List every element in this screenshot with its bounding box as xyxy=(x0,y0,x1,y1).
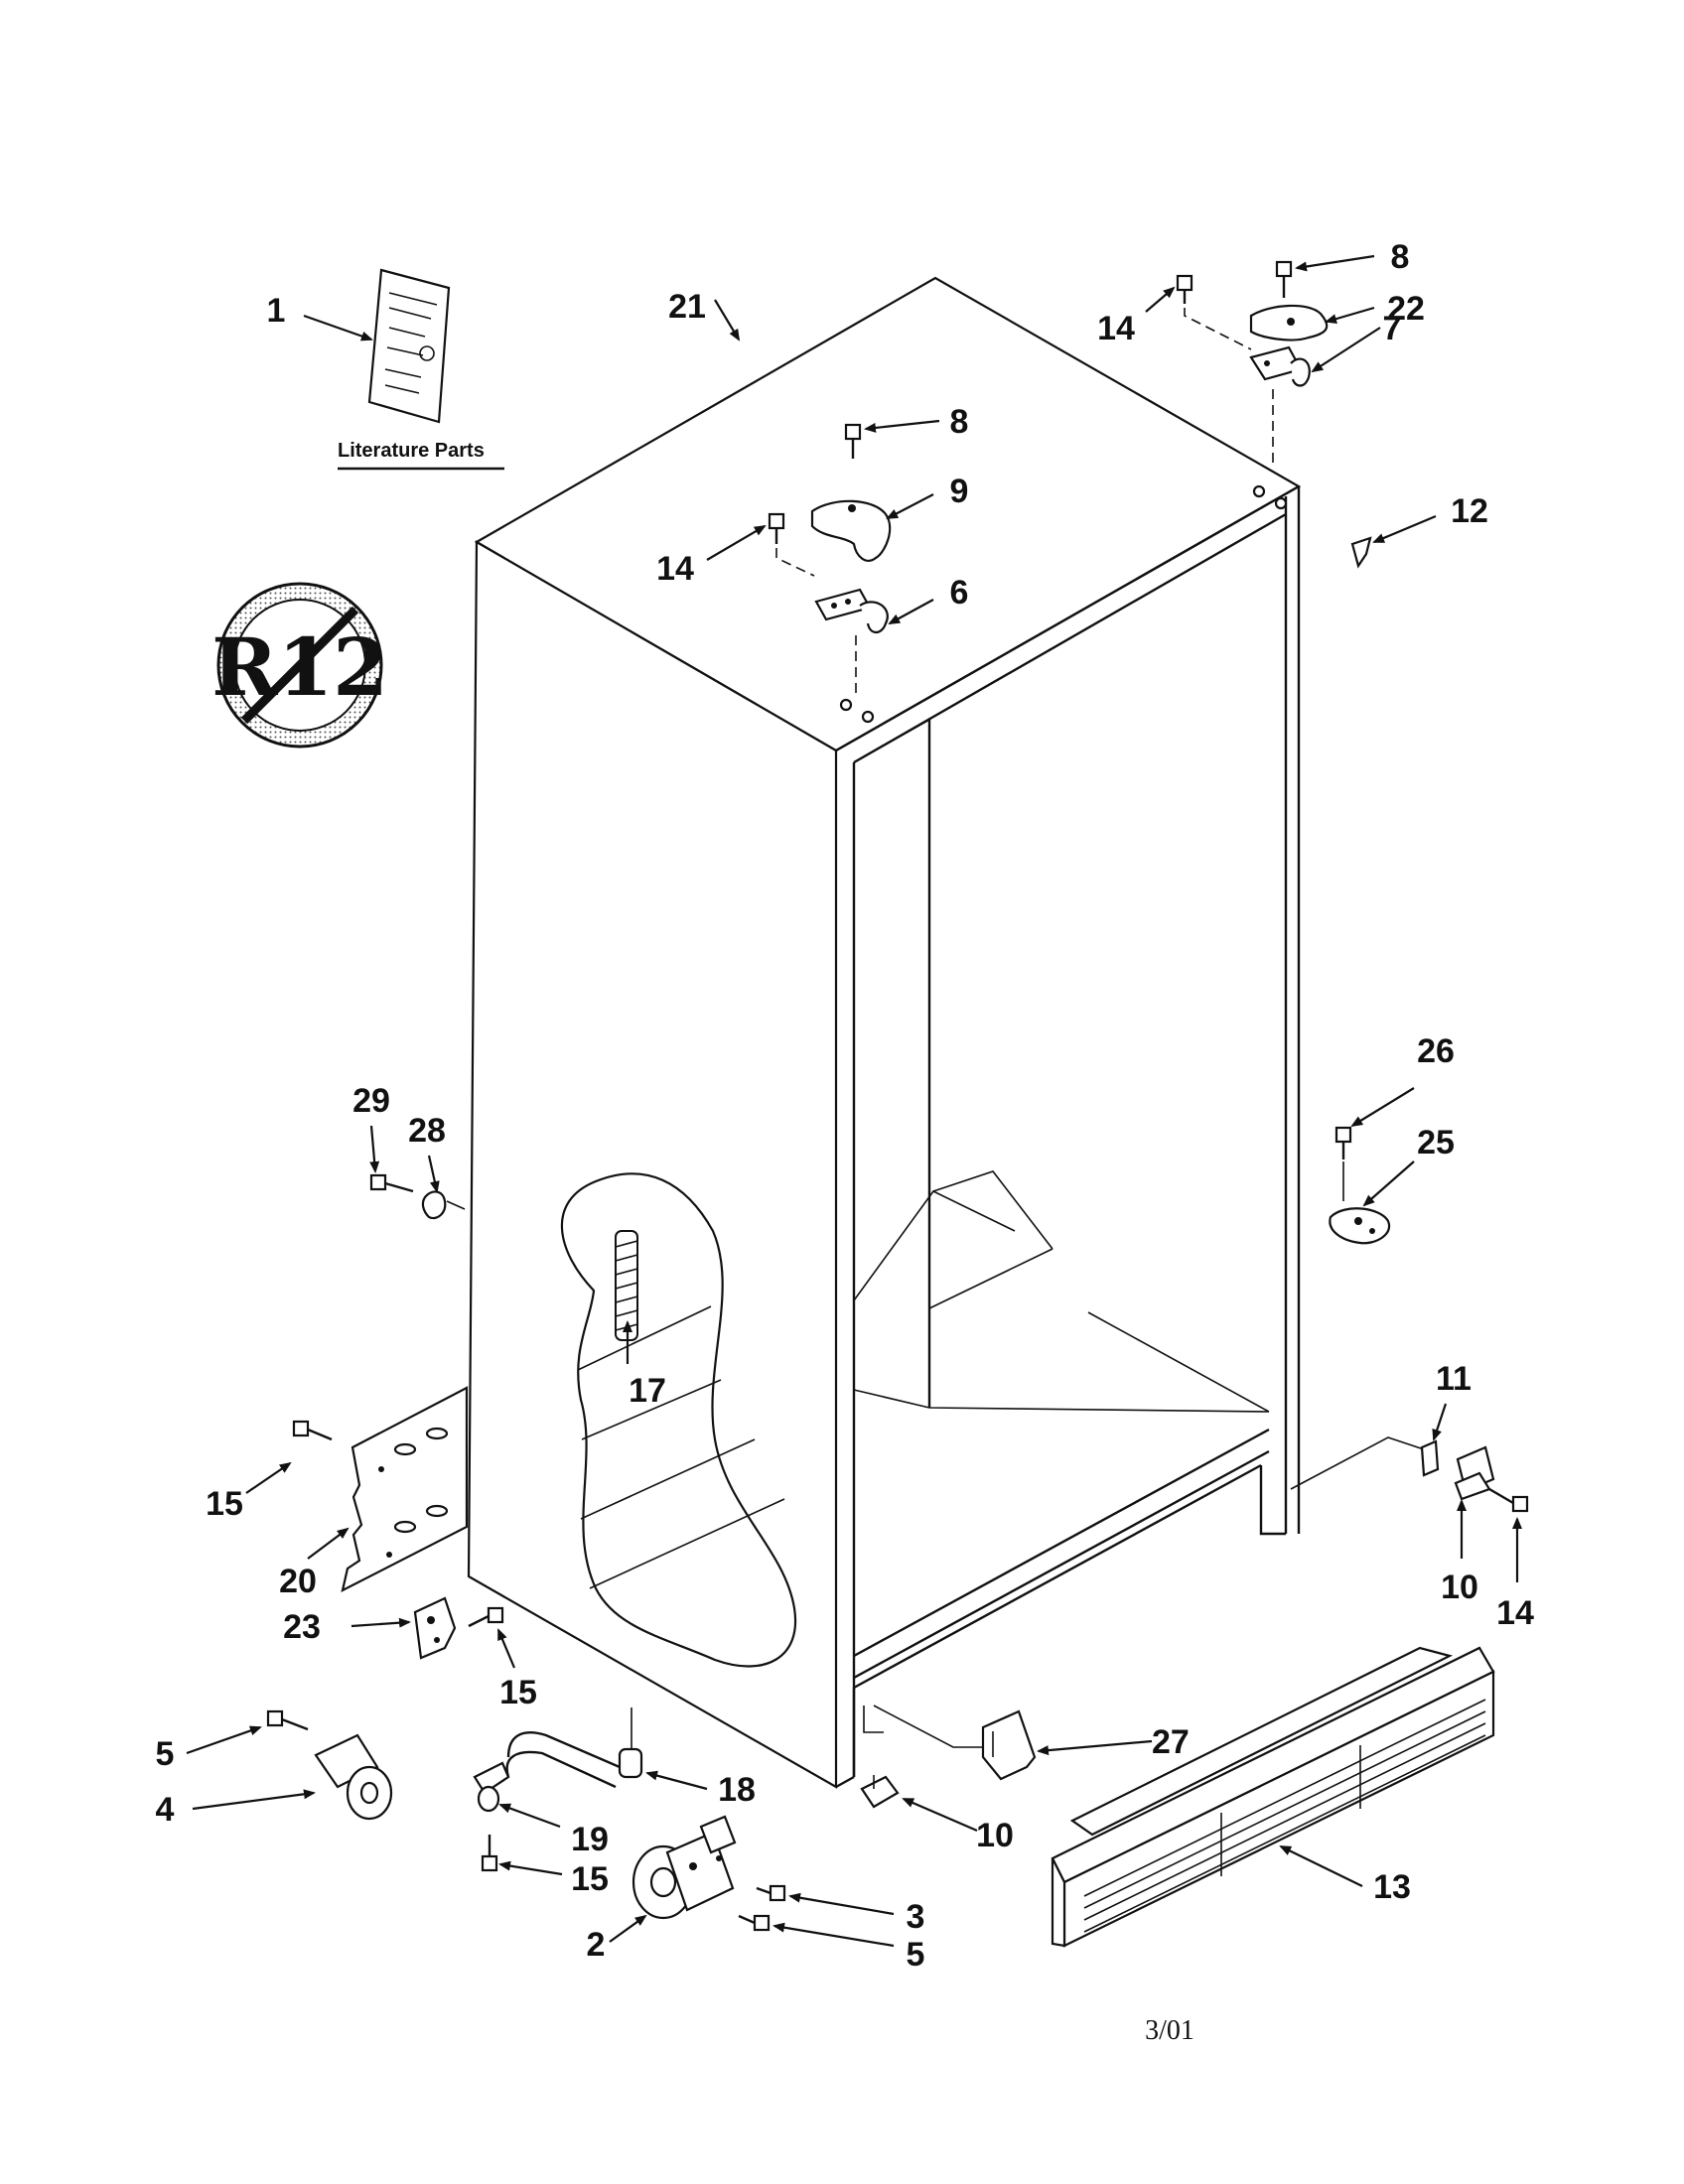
callout-1: 1 xyxy=(267,292,286,330)
callout-8-right: 8 xyxy=(1391,238,1410,276)
screw-8-right xyxy=(1275,260,1293,298)
roller-2 xyxy=(632,1815,737,1920)
literature-parts-label: Literature Parts xyxy=(338,440,485,462)
screw-15-clamp xyxy=(481,1835,498,1872)
callout-23: 23 xyxy=(283,1608,321,1646)
callout-13: 13 xyxy=(1373,1868,1411,1906)
literature-booklet xyxy=(367,268,451,424)
bracket-25 xyxy=(1329,1207,1391,1245)
no-r12-badge: R12 xyxy=(211,582,388,749)
callout-17: 17 xyxy=(629,1372,666,1410)
bracket-23 xyxy=(413,1596,457,1660)
screw-8-center xyxy=(844,423,862,459)
screw-26 xyxy=(1334,1126,1352,1160)
clip-12 xyxy=(1350,536,1372,569)
callout-21: 21 xyxy=(668,288,706,326)
callout-4: 4 xyxy=(156,1791,175,1829)
callout-28: 28 xyxy=(408,1112,446,1150)
callout-11: 11 xyxy=(1436,1360,1472,1398)
callout-7: 7 xyxy=(1383,310,1402,347)
callout-14-center: 14 xyxy=(656,550,694,588)
callout-2: 2 xyxy=(587,1926,606,1964)
hinge-cover-9 xyxy=(810,499,892,562)
water-tube-18 xyxy=(505,1707,643,1789)
hinge-bracket-7 xyxy=(1249,345,1311,387)
clip-28 xyxy=(421,1190,447,1220)
callout-5-right: 5 xyxy=(907,1936,925,1974)
callout-14-right: 14 xyxy=(1097,310,1135,347)
callout-18: 18 xyxy=(718,1771,756,1809)
screw-14-center xyxy=(768,512,785,544)
clamp-19 xyxy=(473,1761,510,1813)
spring-part-17 xyxy=(615,1230,638,1341)
callout-15-bracket: 15 xyxy=(499,1674,537,1711)
bracket-27 xyxy=(981,1709,1037,1781)
callout-26: 26 xyxy=(1417,1032,1455,1070)
callout-19: 19 xyxy=(571,1821,609,1858)
screw-29 xyxy=(369,1173,414,1193)
refrigerator-cabinet xyxy=(467,276,1302,1789)
screw-5-right xyxy=(738,1914,771,1932)
callout-15-left: 15 xyxy=(206,1485,243,1523)
screw-5-left xyxy=(266,1709,309,1731)
callout-5-left: 5 xyxy=(156,1735,175,1773)
mounting-plate-20 xyxy=(341,1386,469,1593)
callout-10-bottom: 10 xyxy=(976,1817,1014,1854)
callout-25: 25 xyxy=(1417,1124,1455,1161)
hinge-plate-11 xyxy=(1420,1439,1440,1477)
hinge-bracket-10 xyxy=(1454,1445,1495,1501)
callout-8-center: 8 xyxy=(950,403,969,441)
callout-27: 27 xyxy=(1152,1723,1190,1761)
screw-15-bracket xyxy=(468,1606,504,1628)
callout-22: 22 xyxy=(1387,290,1425,328)
screw-3 xyxy=(756,1884,786,1902)
callout-12: 12 xyxy=(1451,492,1488,530)
callout-15-clamp: 15 xyxy=(571,1860,609,1898)
roller-4 xyxy=(314,1733,393,1821)
screw-15-left xyxy=(292,1420,333,1441)
callout-29: 29 xyxy=(352,1082,390,1120)
leader-arrows xyxy=(186,254,1522,1948)
screw-14-right xyxy=(1176,274,1193,304)
callout-labels: 1 21 8 9 14 6 14 8 22 7 12 26 25 29 28 1… xyxy=(156,238,1534,1974)
callout-9: 9 xyxy=(950,473,969,510)
callout-20: 20 xyxy=(279,1563,317,1600)
footer-date: 3/01 xyxy=(1145,2015,1194,2046)
hinge-cover-22 xyxy=(1249,304,1329,341)
callout-10-right: 10 xyxy=(1441,1569,1478,1606)
callout-14-lower: 14 xyxy=(1496,1594,1534,1632)
clip-10-bottom xyxy=(860,1775,900,1809)
screw-14-lower xyxy=(1488,1487,1529,1513)
callout-6: 6 xyxy=(950,574,969,612)
hinge-bracket-6 xyxy=(814,588,889,634)
toe-grille-13 xyxy=(1051,1646,1495,1948)
callout-3: 3 xyxy=(907,1898,925,1936)
